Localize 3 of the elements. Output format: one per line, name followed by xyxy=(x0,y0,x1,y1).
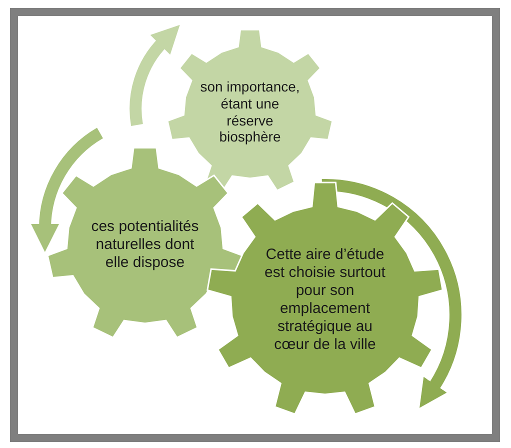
gear-label: Cette aire d’étude est choisie surtout pour son emplacement stratégique au cœur de la ville xyxy=(264,246,386,354)
gear-label: son importance, étant une réserve biosphère xyxy=(200,78,300,146)
gear-label: ces potentialités naturelles dont elle dispose xyxy=(90,218,200,272)
